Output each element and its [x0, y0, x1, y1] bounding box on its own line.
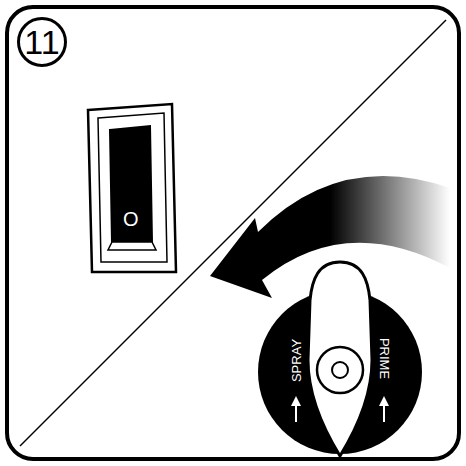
spray-label: SPRAY	[290, 338, 303, 381]
step-number-circle: 11	[17, 17, 67, 67]
rocker-switch	[88, 104, 176, 272]
panel-border	[7, 7, 459, 459]
step-number: 11	[24, 25, 59, 59]
prime-label: PRIME	[378, 337, 391, 378]
switch-off-mark: O	[123, 209, 139, 229]
prime-spray-knob	[258, 262, 422, 456]
